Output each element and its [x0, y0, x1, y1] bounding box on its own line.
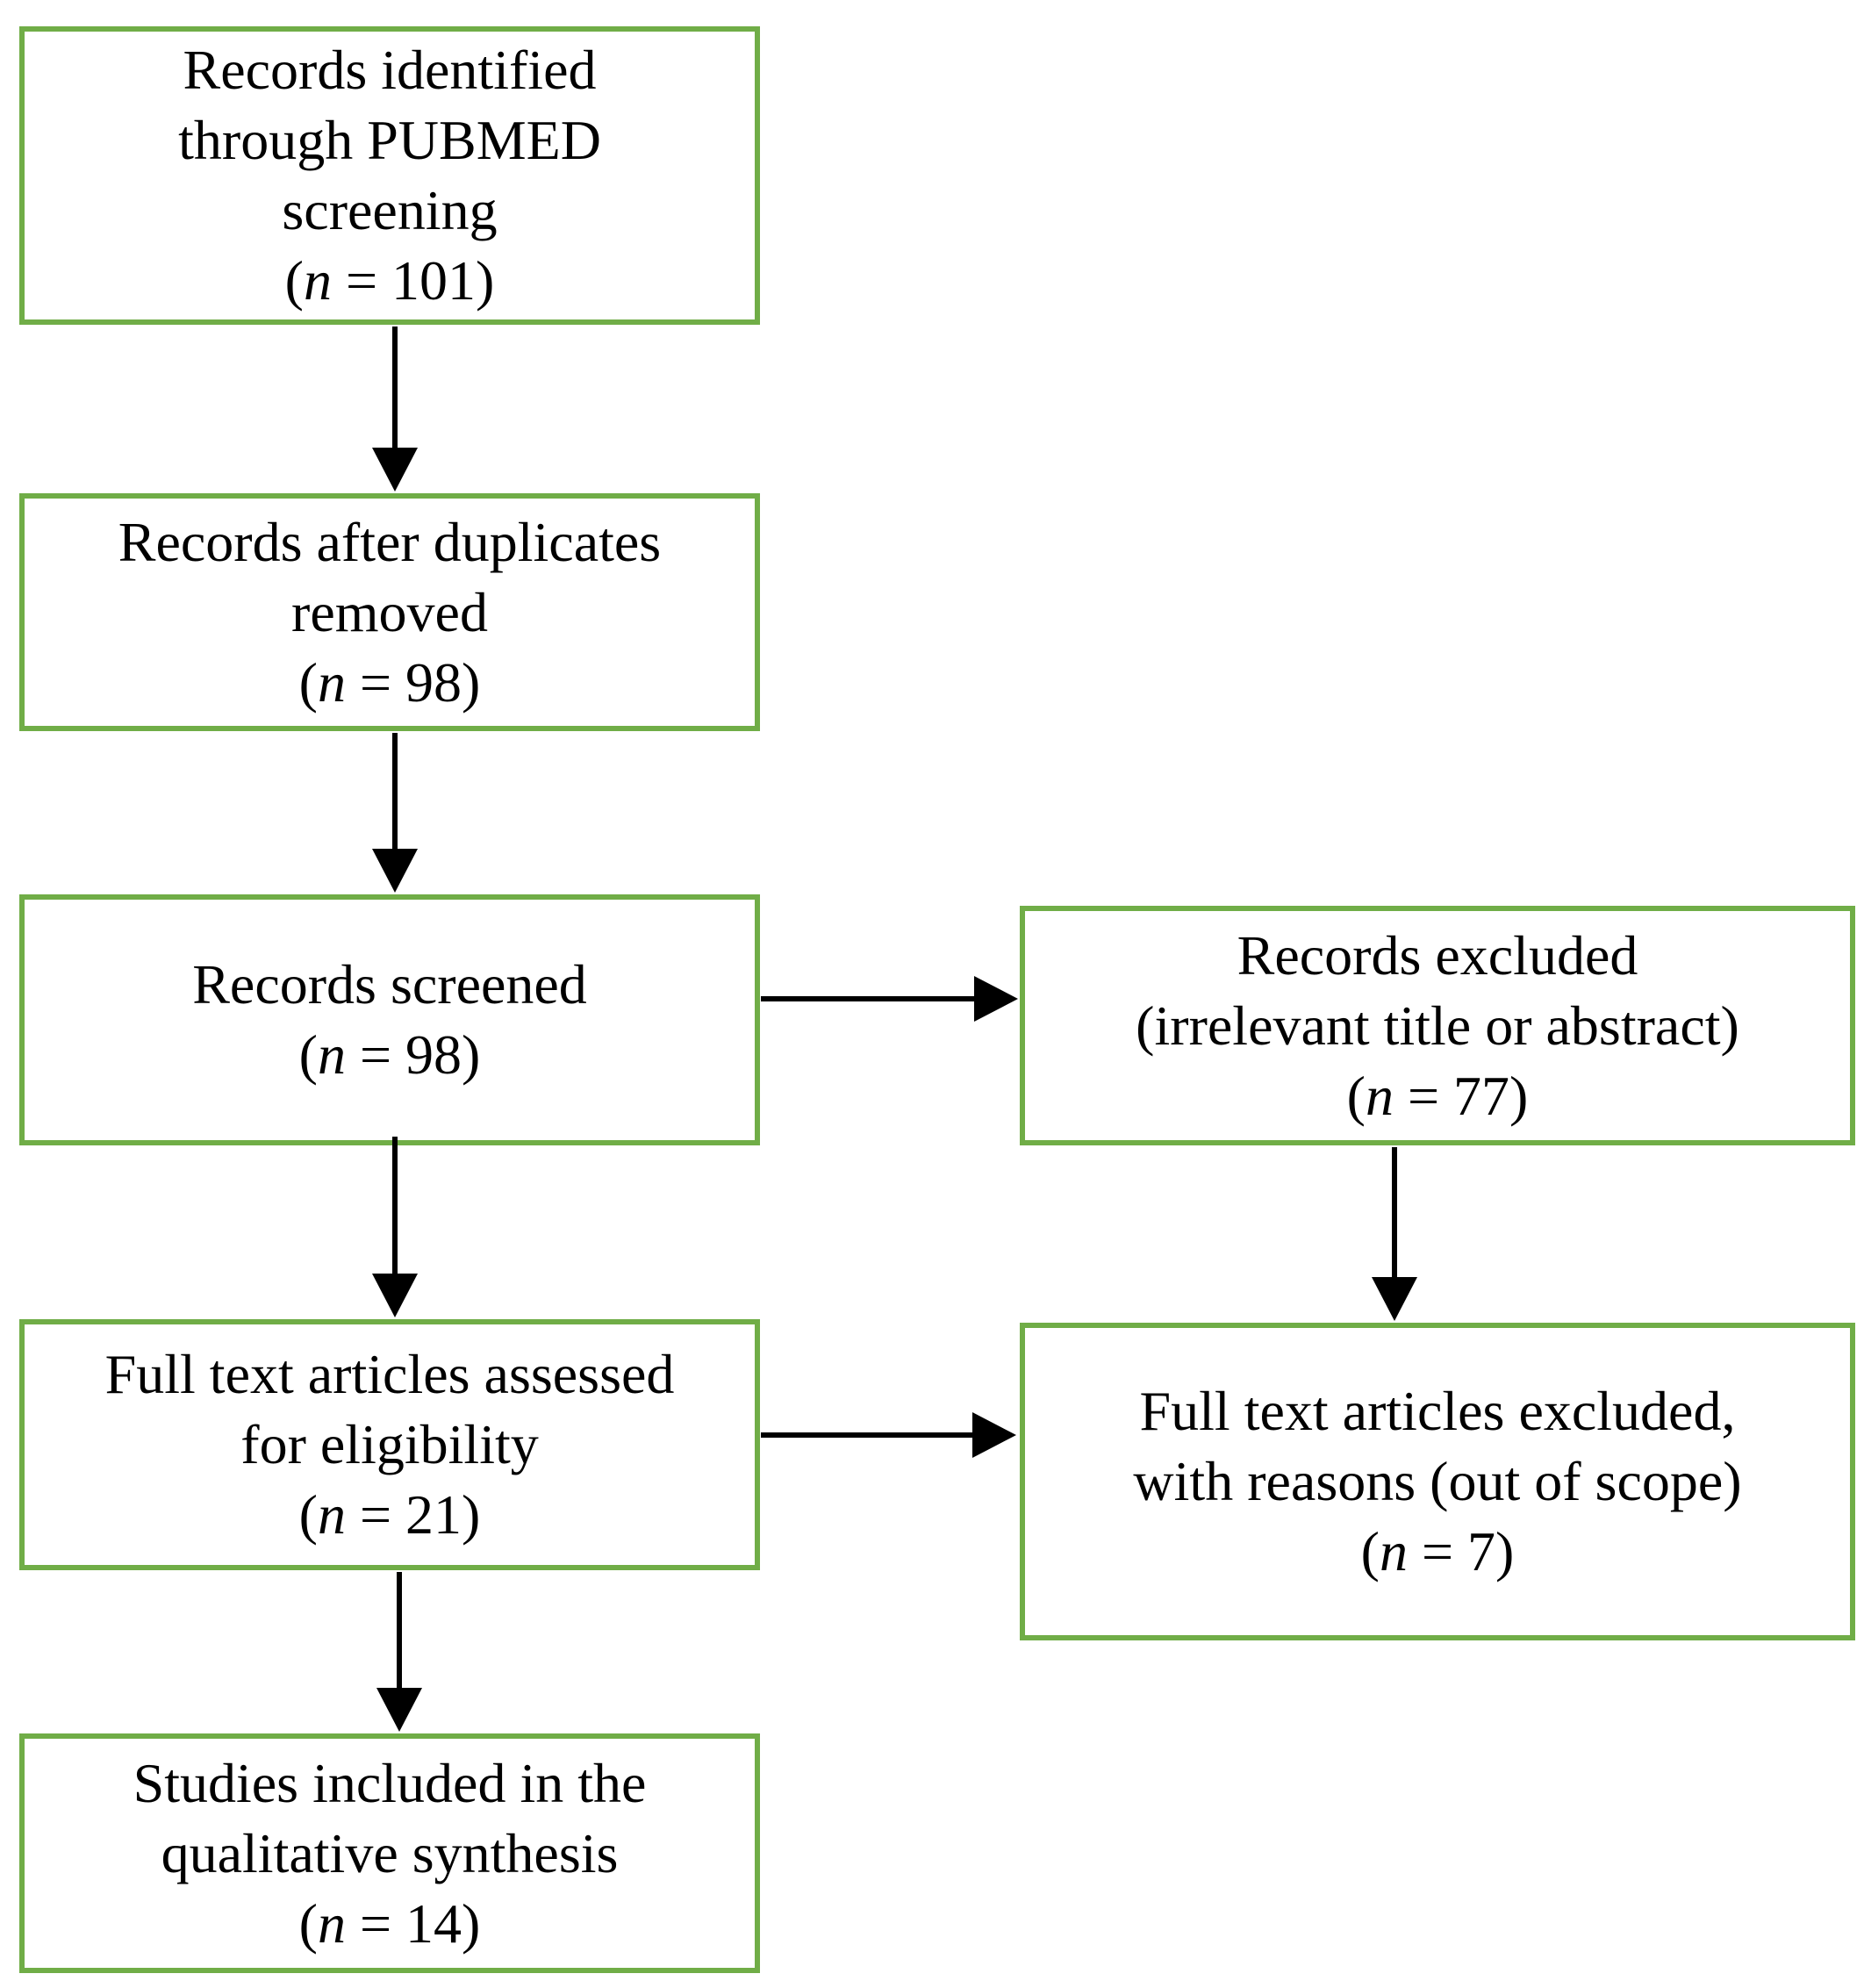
box-text-line: Full text articles assessed: [104, 1343, 675, 1405]
n-value: = 7): [1407, 1520, 1515, 1583]
arrow-shaft: [392, 733, 398, 849]
arrowhead-down-icon: [372, 849, 418, 893]
n-symbol: n: [1365, 1064, 1394, 1127]
box-duplicates-removed: Records after duplicates removed (n = 98…: [19, 493, 760, 731]
n-value: = 21): [345, 1483, 481, 1546]
box-n-line: (n = 14): [299, 1889, 481, 1959]
n-paren-open: (: [1360, 1520, 1380, 1583]
arrow-shaft: [1392, 1147, 1397, 1277]
arrow-shaft: [392, 327, 398, 448]
arrowhead-down-icon: [1372, 1277, 1417, 1321]
box-fulltext-excluded: Full text articles excluded, with reason…: [1020, 1323, 1855, 1640]
box-n-line: (n = 21): [299, 1480, 481, 1550]
n-value: = 98): [345, 650, 481, 714]
n-paren-open: (: [284, 249, 304, 312]
box-text-line: Records after duplicates: [118, 510, 662, 573]
arrow-fulltext-to-included: [376, 1572, 422, 1732]
arrow-screened-to-excluded: [761, 976, 1018, 1022]
arrow-duplicates-to-screened: [372, 733, 418, 893]
n-paren-open: (: [298, 1891, 318, 1955]
n-paren-open: (: [298, 1023, 318, 1086]
arrowhead-down-icon: [376, 1688, 422, 1732]
arrowhead-down-icon: [372, 1274, 418, 1317]
arrow-screened-to-fulltext: [372, 1137, 418, 1317]
box-text-line: Full text articles excluded,: [1139, 1380, 1736, 1442]
box-n-line: (n = 101): [285, 246, 495, 316]
arrow-shaft: [761, 996, 974, 1001]
box-records-excluded: Records excluded (irrelevant title or ab…: [1020, 906, 1855, 1145]
arrow-fulltext-to-fulltext-excluded: [761, 1412, 1016, 1458]
box-text-line: screening: [282, 179, 498, 241]
n-symbol: n: [317, 1483, 346, 1546]
box-text-line: for eligibility: [240, 1413, 539, 1475]
arrowhead-right-icon: [972, 1412, 1016, 1458]
box-n-line: (n = 98): [299, 648, 481, 718]
box-records-identified: Records identified through PUBMED screen…: [19, 26, 760, 325]
box-text-line: through PUBMED: [178, 109, 601, 171]
box-n-line: (n = 98): [299, 1020, 481, 1090]
box-fulltext-assessed: Full text articles assessed for eligibil…: [19, 1319, 760, 1570]
arrowhead-right-icon: [974, 976, 1018, 1022]
box-studies-included: Studies included in the qualitative synt…: [19, 1733, 760, 1973]
n-paren-open: (: [298, 1483, 318, 1546]
box-text-line: (irrelevant title or abstract): [1136, 994, 1739, 1057]
box-text-line: Records screened: [192, 953, 587, 1016]
n-symbol: n: [317, 1023, 346, 1086]
n-symbol: n: [303, 249, 332, 312]
n-symbol: n: [1379, 1520, 1408, 1583]
n-value: = 14): [345, 1891, 481, 1955]
box-n-line: (n = 77): [1347, 1061, 1529, 1131]
box-text-line: removed: [291, 580, 488, 643]
box-text-line: Records identified: [183, 39, 597, 101]
box-text-line: qualitative synthesis: [161, 1821, 619, 1884]
n-paren-open: (: [1346, 1064, 1366, 1127]
n-paren-open: (: [298, 650, 318, 714]
arrowhead-down-icon: [372, 448, 418, 492]
box-records-screened: Records screened (n = 98): [19, 894, 760, 1145]
box-text-line: with reasons (out of scope): [1133, 1450, 1742, 1512]
box-n-line: (n = 7): [1361, 1517, 1515, 1587]
arrow-excluded-to-fulltext-excluded: [1372, 1147, 1417, 1321]
n-value: = 77): [1393, 1064, 1529, 1127]
arrow-identified-to-duplicates: [372, 327, 418, 492]
n-value: = 101): [331, 249, 495, 312]
arrow-shaft: [761, 1432, 972, 1438]
box-text-line: Records excluded: [1237, 923, 1638, 987]
n-symbol: n: [317, 650, 346, 714]
n-symbol: n: [317, 1891, 346, 1955]
arrow-shaft: [392, 1137, 398, 1274]
arrow-shaft: [397, 1572, 402, 1688]
box-text-line: Studies included in the: [133, 1751, 647, 1814]
n-value: = 98): [345, 1023, 481, 1086]
